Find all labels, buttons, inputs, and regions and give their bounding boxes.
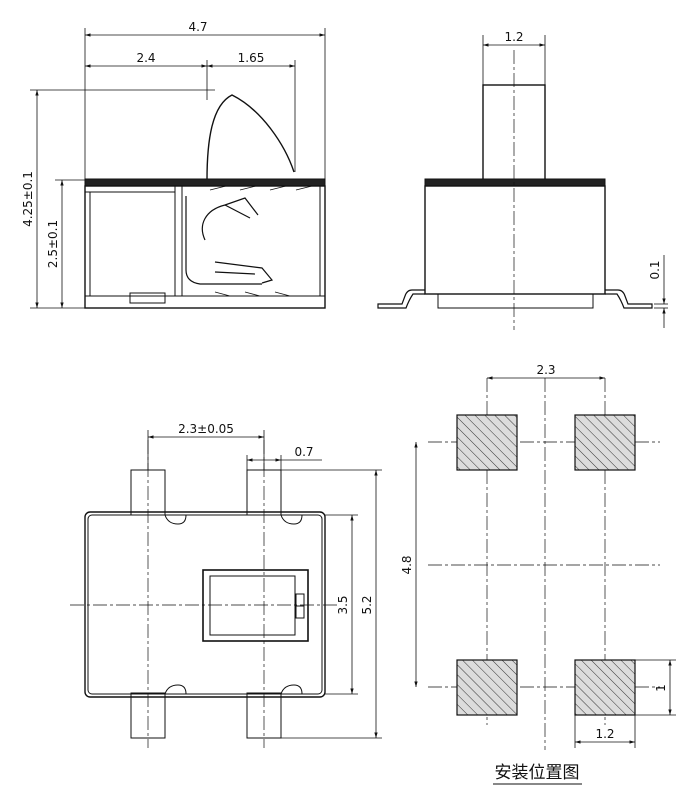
dim-pad-pitch-y: 4.8 xyxy=(400,555,414,574)
pad-bottom-right xyxy=(574,659,636,716)
bottom-tab xyxy=(129,292,166,304)
dim-pad-pitch-x: 2.3 xyxy=(536,363,555,377)
actuator-window xyxy=(202,569,309,642)
dim-lead-pitch: 2.3±0.05 xyxy=(178,422,234,436)
caption-mounting-layout: 安装位置图 xyxy=(495,763,580,783)
body-bottom xyxy=(84,511,326,698)
lead-left xyxy=(377,289,425,309)
pad-bottom-left xyxy=(456,659,518,716)
dim-right-width: 1.65 xyxy=(238,51,265,65)
dim-overall-length: 5.2 xyxy=(360,595,374,614)
lead-right xyxy=(605,289,653,309)
dim-lead-width: 0.7 xyxy=(294,445,313,459)
actuator-lever xyxy=(206,94,295,181)
dim-total-height: 4.25±0.1 xyxy=(21,171,35,227)
dim-body-height: 2.5±0.1 xyxy=(46,220,60,268)
dim-pad-width: 1.2 xyxy=(595,727,614,741)
dim-left-width: 2.4 xyxy=(136,51,155,65)
dim-pad-height: 1 xyxy=(654,684,668,692)
dim-total-width: 4.7 xyxy=(188,20,207,34)
top-plate xyxy=(84,178,326,187)
front-view: 4.7 2.4 1.65 4.25±0.1 2.5±0.1 xyxy=(21,20,326,309)
pad-layout: 2.3 4.8 1 1.2 安装位置图 xyxy=(400,363,676,785)
pad-top-right xyxy=(574,414,636,471)
dim-body-width: 3.5 xyxy=(336,595,350,614)
dim-lead-thickness: 0.1 xyxy=(648,260,662,279)
dim-actuator-width: 1.2 xyxy=(504,30,523,44)
bottom-view: 2.3±0.05 0.7 3.5 5.2 xyxy=(70,422,382,748)
pad-top-left xyxy=(456,414,518,471)
body-side xyxy=(424,185,606,295)
side-view: 1.2 0.1 xyxy=(377,30,668,330)
switch-body xyxy=(84,185,326,309)
